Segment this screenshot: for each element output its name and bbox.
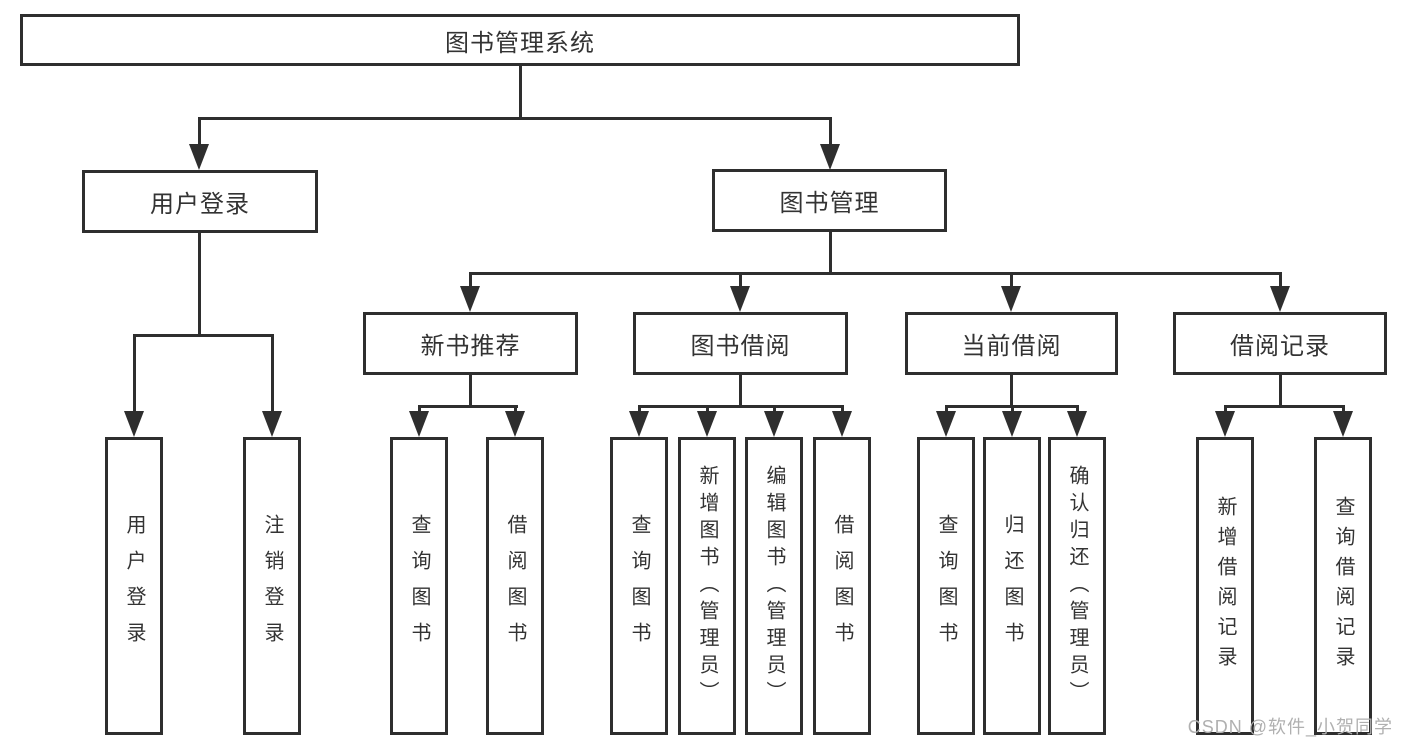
connector-arrow-borrowing-records: [1270, 274, 1290, 312]
connector-arrow-recommend-borrow: [505, 407, 525, 437]
connector-arrow-borrowing-query: [629, 407, 649, 437]
connector-recommend-trunk: [468, 375, 472, 408]
leaf-records-add-record: 新增借阅记录: [1196, 437, 1254, 735]
leaf-current-query-books: 查询图书: [917, 437, 975, 735]
connector-arrow-current-return: [1002, 407, 1022, 437]
connector-arrow-recommend-query: [409, 407, 429, 437]
leaf-borrowing-edit-books-admin: 编辑图书（管理员）: [745, 437, 803, 735]
node-library-system: 图书管理系统: [20, 14, 1020, 66]
node-book-borrowing: 图书借阅: [633, 312, 848, 375]
connector-current-trunk: [1009, 375, 1013, 408]
connector-level3-rail: [468, 272, 1282, 275]
connector-arrow-current-confirm: [1067, 407, 1087, 437]
connector-recommend-rail: [417, 405, 518, 408]
connector-book-management-trunk: [828, 232, 832, 275]
connector-root-trunk: [518, 66, 522, 120]
connector-level1-rail: [197, 117, 832, 120]
node-borrowing-records: 借阅记录: [1173, 312, 1387, 375]
leaf-borrowing-borrow-books: 借阅图书: [813, 437, 871, 735]
node-new-book-recommend: 新书推荐: [363, 312, 578, 375]
connector-arrow-user-login: [189, 118, 209, 170]
connector-arrow-borrowing-edit: [764, 407, 784, 437]
connector-arrow-current-borrowing: [1001, 274, 1021, 312]
connector-arrow-borrowing-add: [697, 407, 717, 437]
leaf-records-query-record: 查询借阅记录: [1314, 437, 1372, 735]
leaf-recommend-query-books: 查询图书: [390, 437, 448, 735]
connector-arrow-new-book-recommend: [460, 274, 480, 312]
leaf-borrowing-add-books-admin: 新增图书（管理员）: [678, 437, 736, 735]
connector-arrow-borrowing-borrow: [832, 407, 852, 437]
connector-borrowing-trunk: [738, 375, 742, 408]
leaf-recommend-borrow-books: 借阅图书: [486, 437, 544, 735]
leaf-user-login: 用户登录: [105, 437, 163, 735]
connector-current-rail: [944, 405, 1079, 408]
connector-borrowing-rail: [637, 405, 844, 408]
node-current-borrowing: 当前借阅: [905, 312, 1118, 375]
connector-arrow-book-borrowing: [730, 274, 750, 312]
node-book-management: 图书管理: [712, 169, 947, 232]
connector-records-rail: [1223, 405, 1345, 408]
leaf-current-confirm-return-admin: 确认归还（管理员）: [1048, 437, 1106, 735]
connector-arrow-leaf-logout: [262, 336, 282, 437]
leaf-current-return-books: 归还图书: [983, 437, 1041, 735]
connector-user-login-trunk: [197, 233, 201, 337]
connector-arrow-leaf-user-login: [124, 336, 144, 437]
connector-records-trunk: [1278, 375, 1282, 408]
node-user-login: 用户登录: [82, 170, 318, 233]
connector-arrow-records-add: [1215, 407, 1235, 437]
connector-user-login-rail: [132, 334, 274, 337]
csdn-watermark: CSDN @软件_小贺同学: [1187, 717, 1393, 737]
leaf-logout: 注销登录: [243, 437, 301, 735]
leaf-borrowing-query-books: 查询图书: [610, 437, 668, 735]
connector-arrow-records-query: [1333, 407, 1353, 437]
connector-arrow-book-management: [820, 118, 840, 170]
connector-arrow-current-query: [936, 407, 956, 437]
